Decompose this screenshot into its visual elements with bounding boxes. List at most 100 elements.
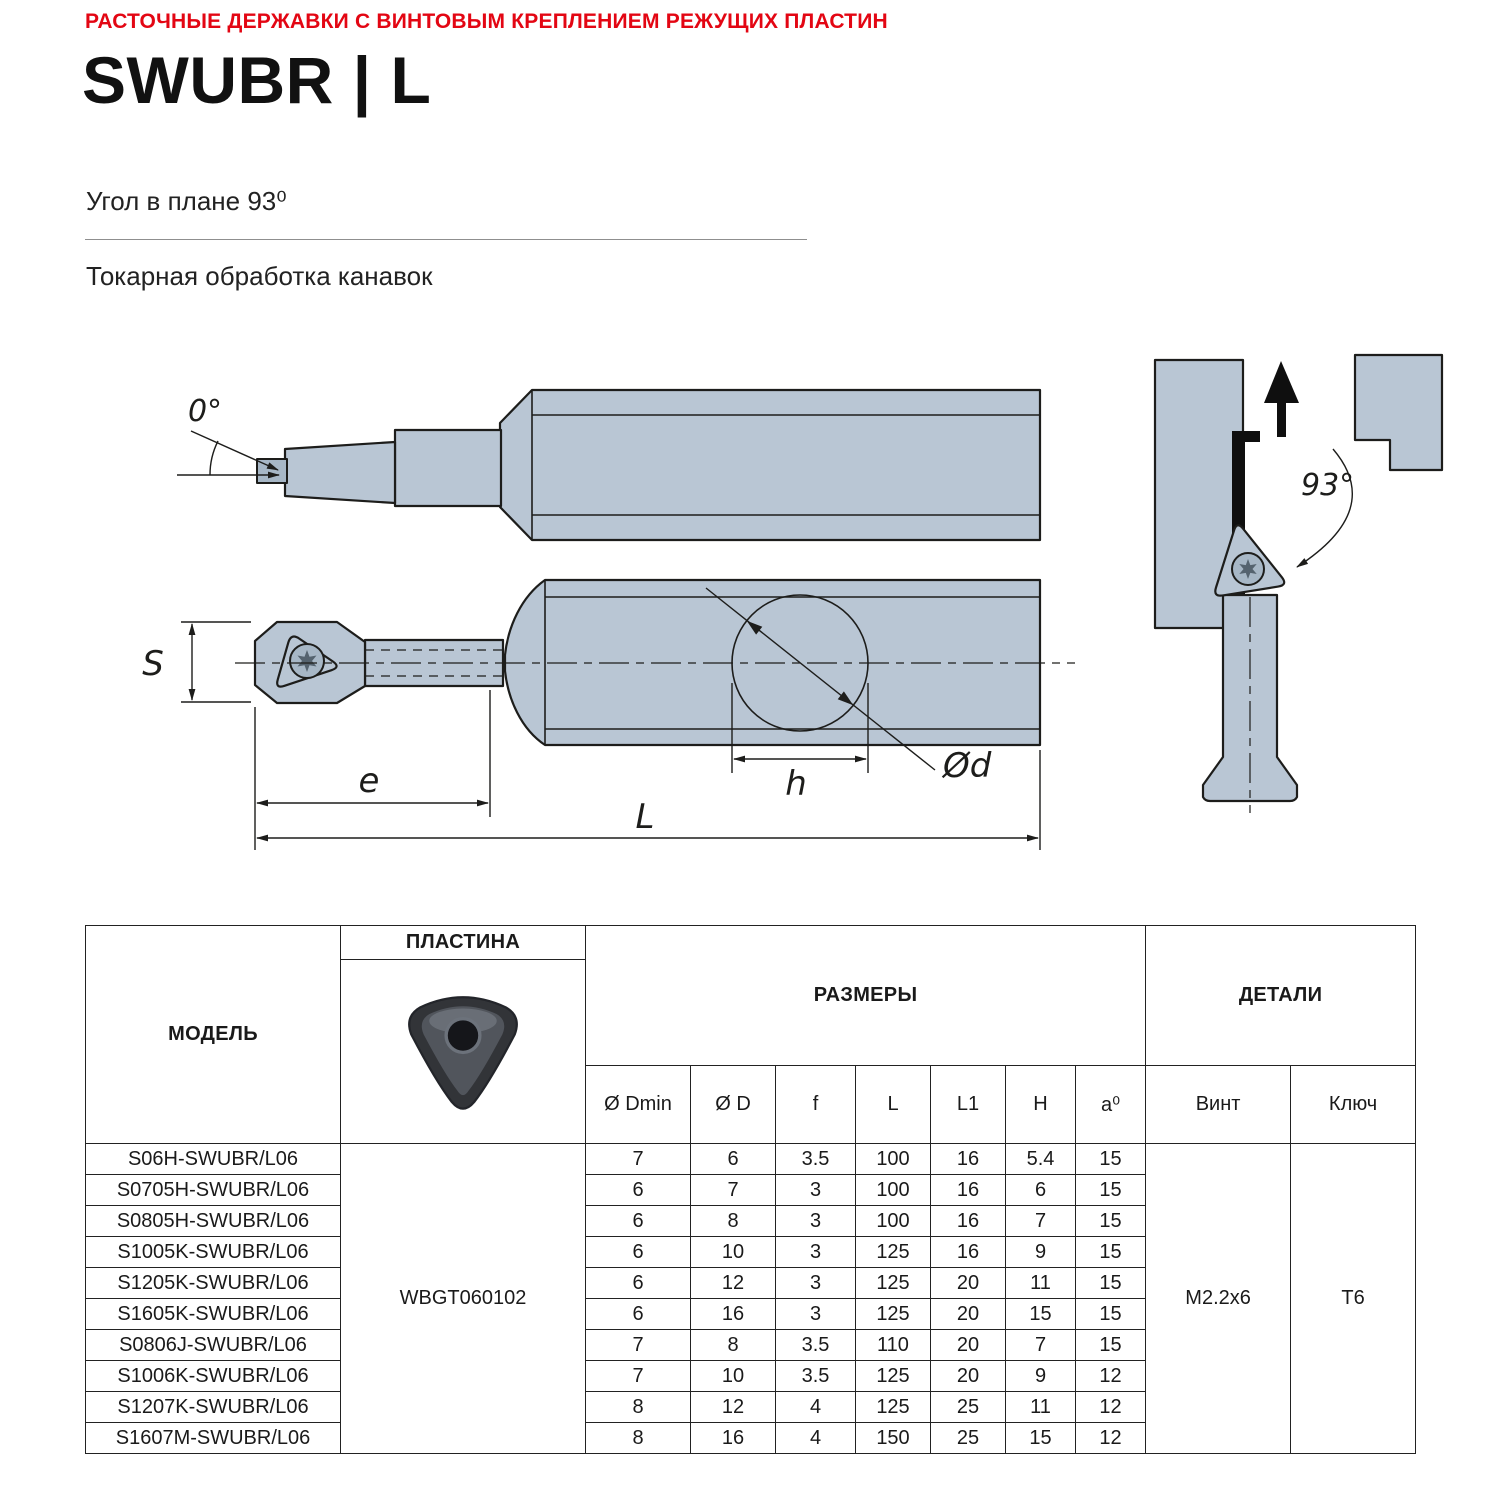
insert-photo-cell [340,959,586,1144]
model-cell: S1605K-SWUBR/L06 [85,1298,341,1330]
model-cell: S0806J-SWUBR/L06 [85,1329,341,1361]
page-title: SWUBR | L [82,43,432,117]
technical-drawing: 0° Ød [142,353,1444,850]
dim-cell: 20 [930,1360,1006,1392]
dim-cell: 20 [930,1329,1006,1361]
table-row: S1006K-SWUBR/L06 7 10 3.5 125 20 9 12 [85,1360,1416,1392]
dim-cell: 6 [585,1205,691,1237]
table-row: S1607M-SWUBR/L06 8 16 4 150 25 15 12 [85,1422,1416,1454]
dim-cell: 3 [775,1267,856,1299]
dim-cell: 15 [1074,1174,1147,1206]
torx-screw-icon [297,650,317,672]
model-cell: S1607M-SWUBR/L06 [85,1422,341,1454]
dim-cell: 100 [855,1174,931,1206]
screw-cell: M2.2x6 [1145,1143,1292,1454]
dim-cell: 3 [775,1298,856,1330]
end-view-drawing: 93° [1153,353,1444,813]
dim-cell: 7 [1005,1329,1076,1361]
dim-cell: 20 [930,1267,1006,1299]
model-cell: S1005K-SWUBR/L06 [85,1236,341,1268]
model-cell: S0705H-SWUBR/L06 [85,1174,341,1206]
dim-cell: 4 [775,1422,856,1454]
dim-cell: 11 [1005,1267,1076,1299]
dim-cell: 150 [855,1422,931,1454]
dim-cell: 12 [1074,1360,1147,1392]
dim-cell: 3.5 [775,1143,856,1175]
dim-cell: 7 [585,1143,691,1175]
col-header-details: ДЕТАЛИ [1145,925,1417,1066]
dim-cell: 12 [1074,1422,1147,1454]
model-cell: S1205K-SWUBR/L06 [85,1267,341,1299]
workpiece-right [1353,353,1444,472]
tool-shank-end-view [1201,593,1299,803]
col-header-insert: ПЛАСТИНА [340,925,586,960]
table-row: S0806J-SWUBR/L06 7 8 3.5 110 20 7 15 [85,1329,1416,1361]
dim-cell: 8 [585,1422,691,1454]
dim-s: S [142,621,251,703]
angle-93-label: 93° [1301,468,1354,503]
dim-cell: 125 [855,1360,931,1392]
dim-cell: 4 [775,1391,856,1423]
dim-cell: 3 [775,1205,856,1237]
table-row: S06H-SWUBR/L06 WBGT060102 7 6 3.5 100 16… [85,1143,1417,1454]
torx-screw-icon [1239,559,1257,579]
dim-cell: 6 [690,1143,776,1175]
feed-direction-arrow [1264,361,1299,437]
detail-col-key: Ключ [1290,1065,1417,1144]
table-row: S0705H-SWUBR/L06 6 7 3 100 16 6 15 [85,1174,1416,1206]
dim-label-diameter: Ød [941,746,992,786]
dim-cell: 6 [585,1236,691,1268]
dim-cell: 6 [585,1267,691,1299]
dim-cell: 16 [690,1422,776,1454]
detail-col-screw: Винт [1145,1065,1292,1144]
dim-cell: 10 [690,1360,776,1392]
dim-l: L [256,750,1041,850]
dim-label-l: L [636,797,655,837]
plan-angle-text: Угол в плане 93⁰ [86,186,287,216]
dim-cell: 7 [690,1174,776,1206]
table-row: S1207K-SWUBR/L06 8 12 4 125 25 11 12 [85,1391,1416,1423]
dim-cell: 15 [1005,1422,1076,1454]
dim-cell: 7 [585,1360,691,1392]
table-row: S1005K-SWUBR/L06 6 10 3 125 16 9 15 [85,1236,1416,1268]
dim-cell: 25 [930,1391,1006,1423]
dim-cell: 3 [775,1236,856,1268]
insert-photo [408,995,518,1110]
dim-cell: 16 [690,1298,776,1330]
dim-cell: 15 [1074,1143,1147,1175]
col-header-model: МОДЕЛЬ [85,925,341,1144]
dim-cell: 6 [585,1298,691,1330]
dim-cell: 6 [585,1174,691,1206]
dim-cell: 6 [1005,1174,1076,1206]
dim-cell: 15 [1074,1205,1147,1237]
dim-cell: 110 [855,1329,931,1361]
dim-cell: 12 [690,1267,776,1299]
dim-cell: 15 [1074,1298,1147,1330]
dim-cell: 11 [1005,1391,1076,1423]
dim-cell: 25 [930,1422,1006,1454]
size-col-l: L [855,1065,931,1144]
model-cell: S1207K-SWUBR/L06 [85,1391,341,1423]
spec-table: МОДЕЛЬ ПЛАСТИНА РАЗМЕРЫ ДЕТАЛИ Ø Dmin Ø [85,925,1417,1454]
dim-cell: 9 [1005,1360,1076,1392]
dim-cell: 125 [855,1267,931,1299]
dim-cell: 8 [690,1329,776,1361]
dim-e: e [254,690,491,850]
model-cell: S06H-SWUBR/L06 [85,1143,341,1175]
side-view-drawing: Ød h S e [142,578,1075,850]
dim-label-h: h [785,764,807,804]
model-cell: S1006K-SWUBR/L06 [85,1360,341,1392]
dim-label-s: S [142,644,164,684]
dim-cell: 12 [1074,1391,1147,1423]
dim-cell: 15 [1005,1298,1076,1330]
dim-cell: 3.5 [775,1360,856,1392]
dim-h: h [731,683,869,804]
dim-cell: 8 [585,1391,691,1423]
top-view-drawing: 0° [177,388,1042,542]
size-col-l1: L1 [930,1065,1006,1144]
dim-cell: 16 [930,1143,1006,1175]
dim-cell: 7 [1005,1205,1076,1237]
dim-cell: 100 [855,1143,931,1175]
insert-model-cell: WBGT060102 [340,1143,586,1454]
dim-cell: 125 [855,1298,931,1330]
